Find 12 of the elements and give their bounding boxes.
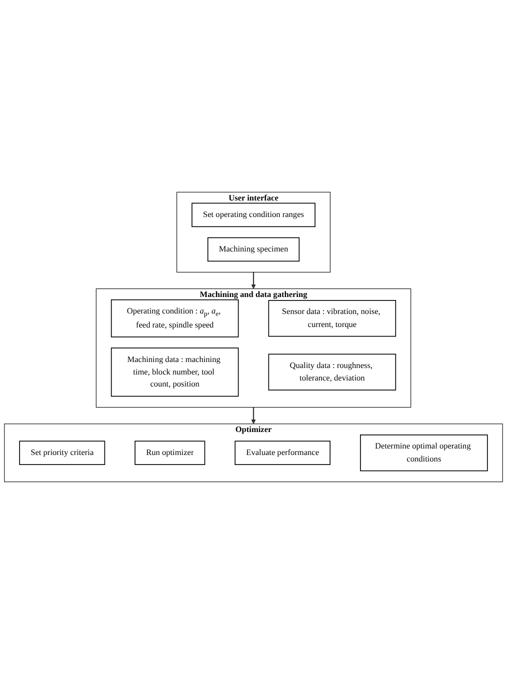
node-box: Determine optimal operating conditions [360, 434, 488, 472]
node-box: Evaluate performance [234, 440, 330, 465]
arrow [251, 272, 256, 289]
arrow [251, 407, 256, 424]
node-box: Machining data : machining time, block number, tool count, position [110, 348, 239, 397]
node-box: Quality data : roughness, tolerance, deviation [268, 354, 396, 390]
node-box: Set operating condition ranges [192, 202, 316, 228]
node-box: Sensor data : vibration, noise, current, torque [268, 300, 396, 337]
node-box: Operating condition : a$_{p}$, a$_{e}$, feed rate, spindle speed [110, 299, 239, 338]
node-box: Set priority criteria [19, 440, 106, 465]
node-box: Machining specimen [207, 237, 300, 262]
node-box: Run optimizer [134, 440, 206, 465]
